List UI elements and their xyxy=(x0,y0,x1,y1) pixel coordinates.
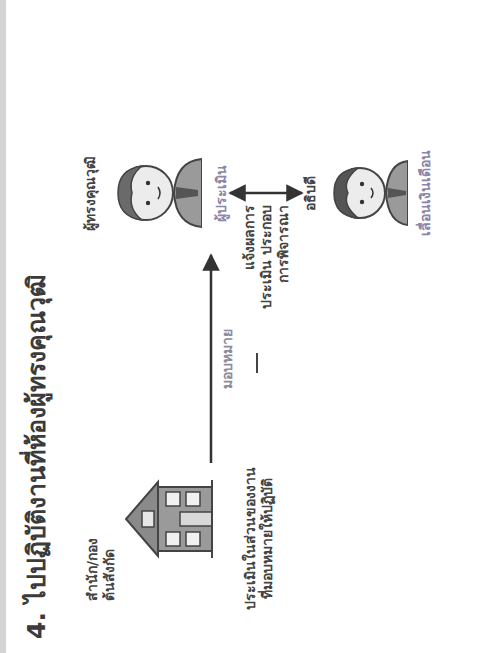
connector-layer xyxy=(6,0,477,653)
figure-node: ผู้ทรงคุณวุฒิ ผู้ประเมิน xyxy=(82,131,230,255)
node-label: อธิบดี xyxy=(302,131,319,255)
building-icon xyxy=(120,478,216,560)
figure-node: สำนัก/กอง ต้นสังกัด ประเมินในส่วนของงาน ท… xyxy=(84,463,276,613)
person-icon xyxy=(110,153,202,233)
node-label: สำนัก/กอง ต้นสังกัด xyxy=(84,517,118,613)
figure-node: อธิบดี เลื่อนเงินเดือน xyxy=(302,131,434,255)
person-icon xyxy=(328,153,408,233)
node-label: ผู้ทรงคุณวุฒิ xyxy=(82,131,99,255)
node-caption: ผู้ประเมิน xyxy=(213,131,230,255)
connector-arrow xyxy=(230,192,302,195)
slide-title: 4. ไปปฏิบัติงานที่ห้องผู้ทรงคุณวุฒิ xyxy=(16,274,56,639)
node-caption: ประเมินในส่วนของงาน ที่มอบหมายให้ปฏิบัติ xyxy=(242,463,276,613)
node-caption: เลื่อนเงินเดือน xyxy=(417,131,434,255)
edge-label: มอบหมาย xyxy=(219,329,236,389)
dash-line xyxy=(252,351,262,375)
edge-label: แจ้งผลการประเมิน ประกอบการพิจารณา xyxy=(241,205,292,317)
connector-arrow xyxy=(210,255,213,463)
